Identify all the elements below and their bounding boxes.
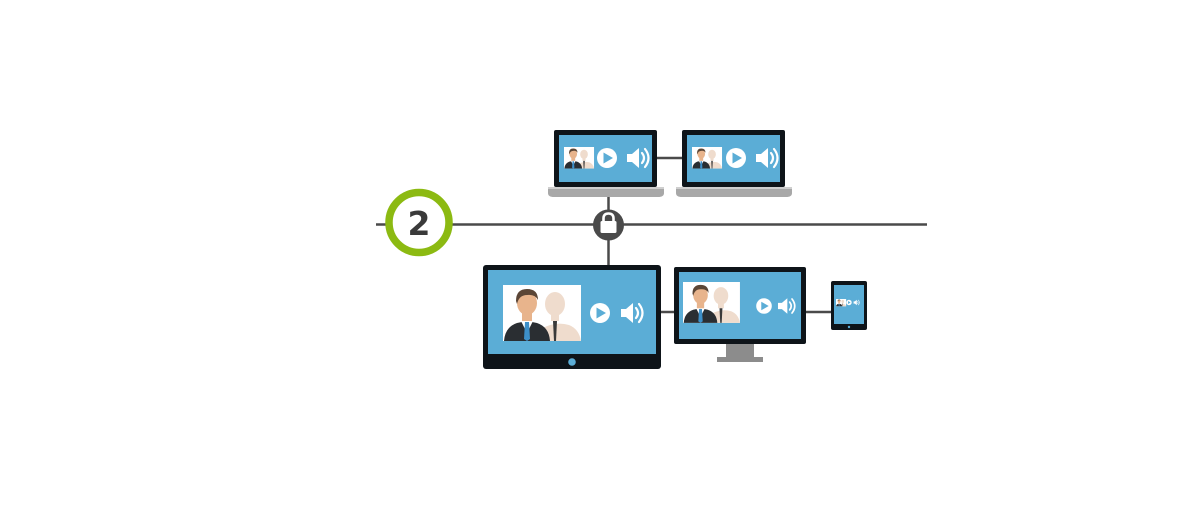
play-icon xyxy=(756,298,772,314)
step-badge: 2 xyxy=(385,188,453,257)
tv-power-indicator xyxy=(568,358,576,366)
desktop-monitor-device xyxy=(674,267,806,362)
video-feed-thumbnail xyxy=(683,282,740,323)
laptop-device-1 xyxy=(548,130,664,197)
video-feed-thumbnail xyxy=(503,285,581,341)
step-number: 2 xyxy=(408,204,431,243)
play-icon xyxy=(597,148,617,168)
play-icon xyxy=(726,148,746,168)
tv-device xyxy=(483,265,661,369)
video-feed-thumbnail xyxy=(692,147,723,169)
padlock-icon xyxy=(593,209,624,241)
play-icon xyxy=(590,303,610,323)
video-feed-thumbnail xyxy=(564,147,595,169)
network-lines xyxy=(376,156,927,314)
tablet-device xyxy=(831,281,867,330)
laptop-device-2 xyxy=(676,130,792,197)
video-feed-thumbnail xyxy=(836,299,847,307)
play-icon xyxy=(846,299,852,306)
